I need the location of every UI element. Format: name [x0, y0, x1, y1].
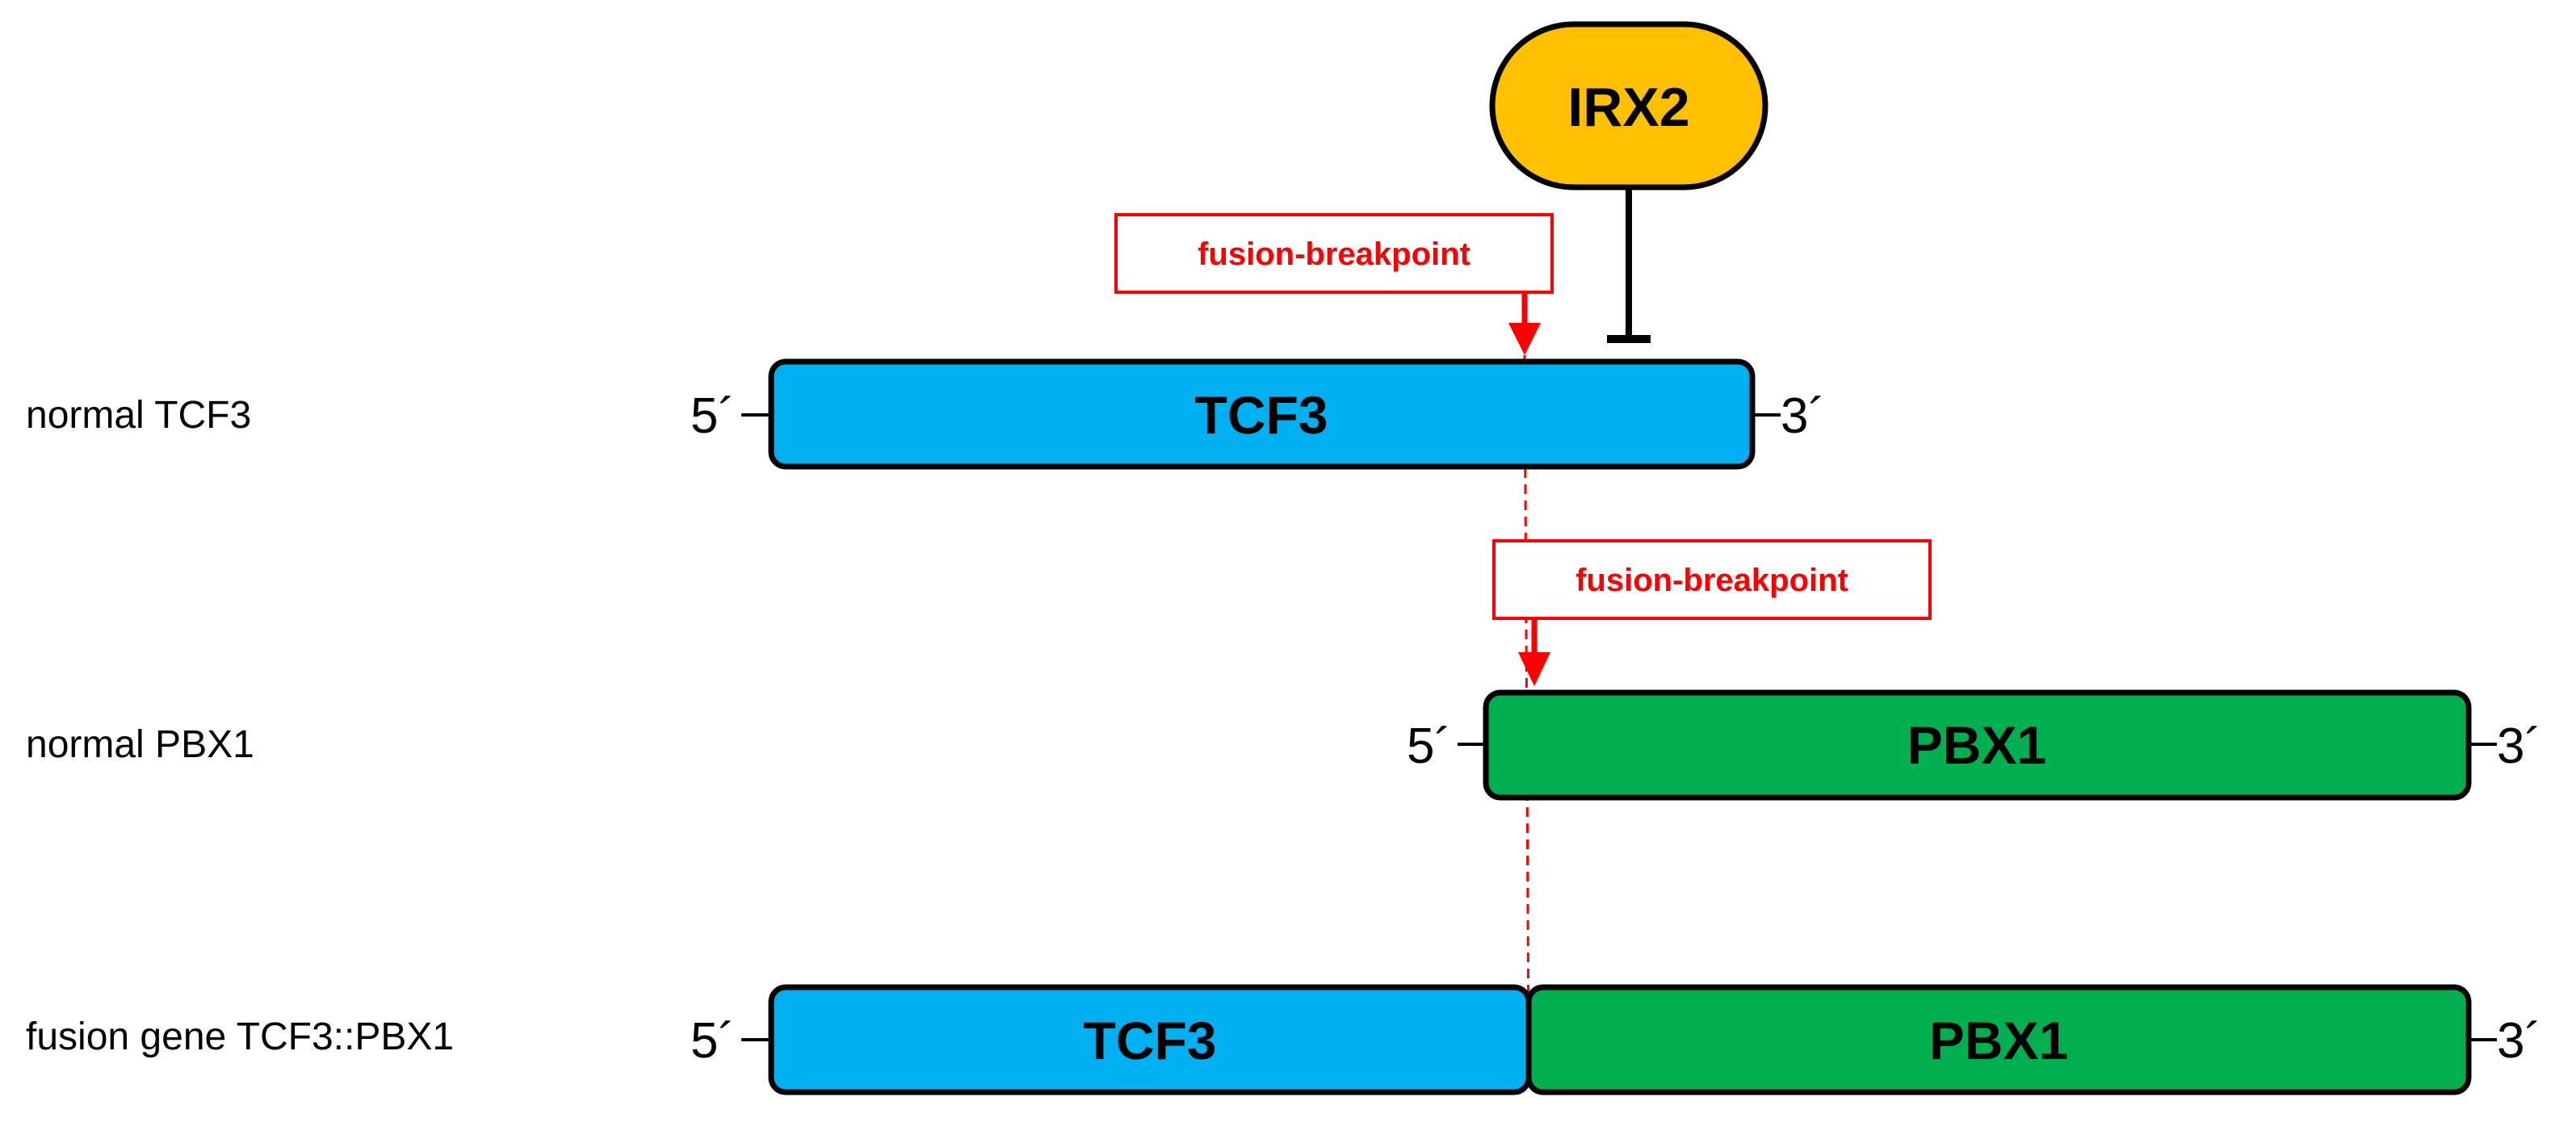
pbx1-breakpoint-marker: fusion-breakpoint [1492, 539, 1932, 686]
row-fusion-gene: fusion gene TCF3::PBX1 5´ TCF3 PBX1 3´ [26, 984, 2541, 1095]
breakpoint-box [1114, 213, 1554, 294]
three-prime-label: 3´ [1781, 388, 1825, 444]
three-prime-label: 3´ [2497, 1013, 2541, 1069]
three-prime-label: 3´ [2497, 718, 2541, 774]
gene-label: TCF3 [1195, 385, 1328, 445]
irx2-label: IRX2 [1567, 77, 1689, 138]
gene-label: PBX1 [1907, 715, 2046, 775]
breakpoint-box [1492, 539, 1932, 620]
five-prime-label: 5´ [690, 1013, 735, 1069]
five-prime-label: 5´ [1407, 718, 1451, 774]
breakpoint-label: fusion-breakpoint [1575, 563, 1848, 598]
five-prime-label: 5´ [690, 388, 735, 444]
row-label: normal TCF3 [26, 394, 251, 437]
breakpoint-arrowhead [1508, 323, 1541, 355]
gene-label: TCF3 [1084, 1011, 1217, 1070]
row-label: fusion gene TCF3::PBX1 [26, 1015, 454, 1058]
row-normal-pbx1: normal PBX1 5´ PBX1 3´ [26, 689, 2541, 801]
gene-label: PBX1 [1929, 1011, 2068, 1070]
tcf3-breakpoint-marker: fusion-breakpoint [1114, 213, 1554, 355]
row-label: normal PBX1 [26, 723, 254, 766]
row-normal-tcf3: normal TCF3 5´ TCF3 3´ [26, 358, 1825, 470]
breakpoint-arrowhead [1518, 652, 1550, 686]
irx2-regulator: IRX2 [1489, 21, 1768, 343]
irx2-node [1489, 21, 1768, 191]
breakpoint-label: fusion-breakpoint [1198, 237, 1471, 272]
